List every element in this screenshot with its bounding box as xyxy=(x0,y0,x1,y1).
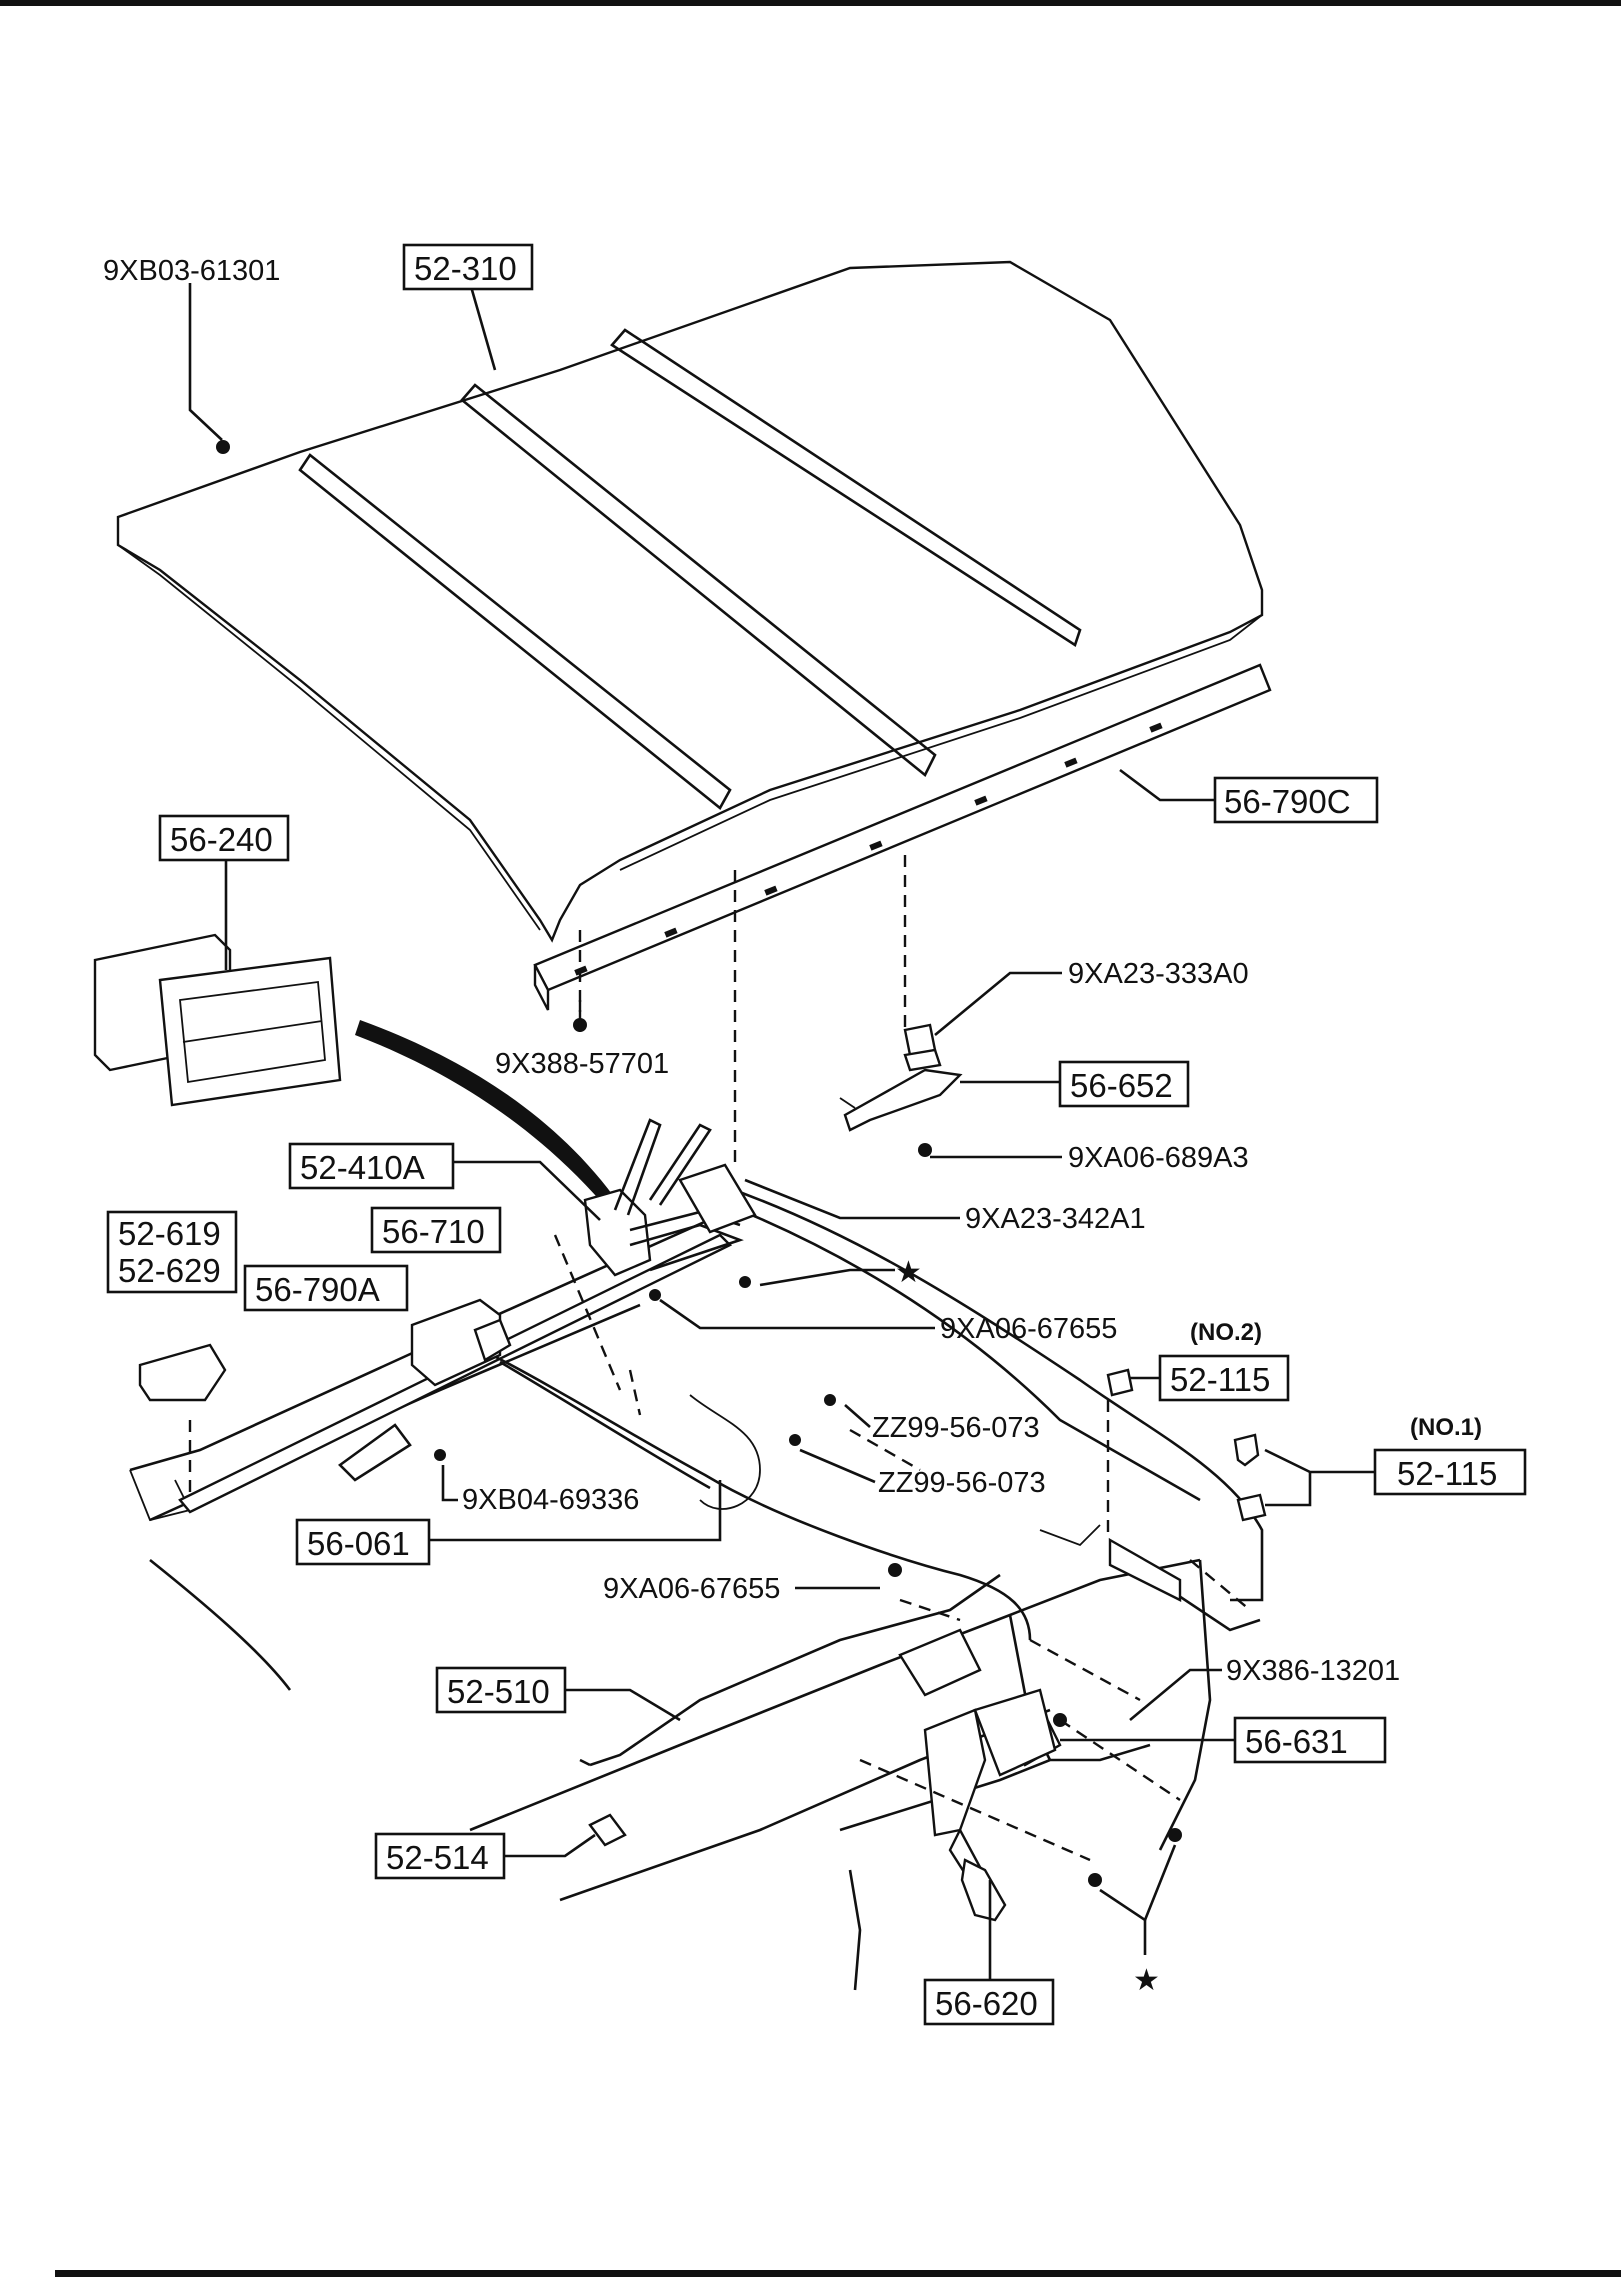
hood-hinge xyxy=(583,1118,757,1277)
bottom-rule xyxy=(55,2270,1621,2277)
top-rule xyxy=(0,0,1621,6)
label-9xa06-67655-upper: 9XA06-67655 xyxy=(940,1313,1117,1345)
label-9x388-57701: 9X388-57701 xyxy=(495,1048,669,1080)
label-9xb04-69336: 9XB04-69336 xyxy=(462,1484,639,1516)
label-9xa06-689a3: 9XA06-689A3 xyxy=(1068,1142,1249,1174)
label-56-061: 56-061 xyxy=(307,1525,410,1562)
label-52-115-no1: 52-115 xyxy=(1397,1455,1497,1492)
label-zz99-56-073-a: ZZ99-56-073 xyxy=(872,1412,1040,1444)
leader-lines xyxy=(188,282,1375,1980)
label-56-710: 56-710 xyxy=(382,1213,485,1250)
label-56-790c: 56-790C xyxy=(1224,783,1351,820)
release-handle xyxy=(410,1298,512,1387)
label-56-240: 56-240 xyxy=(170,821,273,858)
label-52-629: 52-629 xyxy=(118,1252,221,1289)
label-56-620: 56-620 xyxy=(935,1985,1038,2022)
hood-lock-rod xyxy=(579,1573,1001,1767)
star-marker-bottom: ★ xyxy=(1133,1963,1160,1998)
release-cable xyxy=(491,1353,1032,1641)
label-9xa23-333a0: 9XA23-333A0 xyxy=(1068,958,1249,990)
hood-weatherstrip xyxy=(533,663,1272,1011)
label-9xa23-342a1: 9XA23-342A1 xyxy=(965,1203,1146,1235)
label-no1: (NO.1) xyxy=(1410,1414,1482,1441)
star-marker-top: ★ xyxy=(895,1255,922,1290)
label-56-652: 56-652 xyxy=(1070,1067,1173,1104)
label-no2: (NO.2) xyxy=(1190,1319,1262,1346)
label-boxes xyxy=(106,243,1527,2026)
hood-release-lever xyxy=(960,1858,1007,1922)
label-56-631: 56-631 xyxy=(1245,1723,1348,1760)
hood-latch-assembly xyxy=(923,1688,1057,1907)
air-vent-bezel xyxy=(93,933,620,1212)
label-9xb03-61301: 9XB03-61301 xyxy=(103,255,280,287)
part-labels: 9XB03-61301 52-310 56-790C 56-240 9XA23-… xyxy=(103,250,1497,2022)
hood-stay-bracket xyxy=(839,1023,963,1132)
label-56-790a: 56-790A xyxy=(255,1271,380,1308)
hood-grommet xyxy=(138,1343,227,1402)
label-9x386-13201: 9X386-13201 xyxy=(1226,1655,1400,1687)
label-52-510: 52-510 xyxy=(447,1673,550,1710)
label-52-514: 52-514 xyxy=(386,1839,489,1876)
rod-clip xyxy=(588,1813,627,1847)
hood-panel xyxy=(116,260,1264,943)
fasteners xyxy=(216,440,1182,1887)
label-52-410a: 52-410A xyxy=(300,1149,425,1186)
label-52-115-no2: 52-115 xyxy=(1170,1361,1270,1398)
label-52-310: 52-310 xyxy=(414,250,517,287)
label-9xa06-67655-lower: 9XA06-67655 xyxy=(603,1573,780,1605)
label-52-619: 52-619 xyxy=(118,1215,221,1252)
label-zz99-56-073-b: ZZ99-56-073 xyxy=(878,1467,1046,1499)
hood-bumpers xyxy=(1106,1368,1267,1522)
